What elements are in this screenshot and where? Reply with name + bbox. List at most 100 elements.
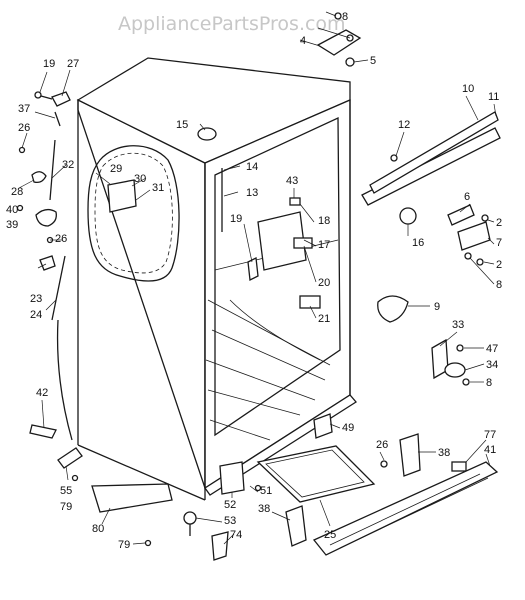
part-label-19-mid: 19 [230, 213, 242, 225]
base-grille-41 [312, 461, 499, 556]
rod-32 [49, 139, 56, 201]
part-label-9: 9 [434, 301, 440, 313]
screw-12 [390, 154, 398, 162]
leader-20 [303, 245, 317, 283]
bracket-6 [447, 204, 475, 226]
hinge-7 [457, 221, 491, 251]
part-label-8-top: 8 [342, 11, 348, 23]
drain-pan-25-inner [265, 449, 365, 498]
base-grille-slats [329, 473, 489, 549]
thermostat-21 [299, 295, 321, 309]
cabinet-left-side [77, 98, 206, 489]
leader-41 [485, 453, 491, 467]
part-label-24: 24 [30, 309, 42, 321]
part-label-21: 21 [318, 313, 330, 325]
bottom-parts [91, 445, 499, 561]
part-label-29: 29 [110, 163, 122, 175]
leader-14 [223, 165, 241, 171]
cabinet-top [76, 57, 351, 164]
insulation-panel-inner-border [94, 152, 173, 274]
leader-2b [483, 261, 495, 265]
leader-27 [61, 69, 71, 97]
washer-2-upper [481, 214, 489, 222]
part-label-53: 53 [224, 515, 236, 527]
washer-2-lower [476, 258, 484, 266]
plug-16 [399, 207, 417, 225]
part-label-80: 80 [92, 523, 104, 535]
leader-19a [39, 71, 48, 93]
interior-controls [107, 127, 321, 309]
part-label-79-left: 79 [60, 501, 72, 513]
leader-25 [319, 499, 331, 527]
screw-8-top [334, 12, 342, 20]
part-label-41: 41 [484, 444, 496, 456]
brace-38-left [285, 505, 307, 547]
part-label-23: 23 [30, 293, 42, 305]
door-rails [361, 111, 501, 266]
leader-33 [439, 331, 458, 347]
part-label-5: 5 [370, 55, 376, 67]
leader-79b [132, 542, 146, 545]
bushing-23 [39, 255, 56, 271]
part-label-17: 17 [318, 239, 330, 251]
bottom-shelf-lines [205, 299, 331, 441]
part-label-8-lower: 8 [486, 377, 492, 389]
leader-18 [299, 203, 315, 223]
part-label-27: 27 [67, 58, 79, 70]
bracket-80 [91, 483, 173, 513]
part-label-11: 11 [488, 91, 499, 103]
part-label-18: 18 [318, 215, 330, 227]
clip-77 [451, 461, 467, 472]
leader-11 [493, 103, 497, 117]
spacer-74 [211, 531, 229, 561]
screw-79-lower [144, 539, 152, 547]
leader-19b [243, 223, 253, 263]
part-label-42: 42 [36, 387, 48, 399]
leader-49 [329, 423, 341, 429]
leveling-leg-53 [183, 511, 197, 525]
leader-80 [101, 507, 111, 525]
leader-53 [195, 517, 223, 523]
brace-38-right [399, 433, 421, 477]
part-label-40: 40 [6, 204, 18, 216]
part-label-6: 6 [464, 191, 470, 203]
part-label-15: 15 [176, 119, 188, 131]
part-label-38-right: 38 [438, 447, 450, 459]
part-label-16: 16 [412, 237, 424, 249]
part-label-77: 77 [484, 429, 496, 441]
hinge-bracket-39 [35, 208, 57, 227]
leader-55 [65, 465, 69, 481]
leader-23 [37, 263, 47, 269]
part-label-79-bottom: 79 [118, 539, 130, 551]
part-label-14: 14 [246, 161, 258, 173]
leader-29 [95, 172, 111, 185]
insulation-panel [87, 145, 180, 282]
part-label-43: 43 [286, 175, 298, 187]
leader-8a [325, 11, 337, 17]
roller-bracket-52 [219, 461, 245, 495]
screw-8-right [464, 252, 472, 260]
leader-4 [299, 39, 321, 47]
leader-26c [379, 451, 385, 461]
screw-19-shaft [40, 95, 53, 100]
part-label-49: 49 [342, 422, 354, 434]
part-label-25: 25 [324, 529, 336, 541]
part-label-39: 39 [6, 219, 18, 231]
washer-47 [456, 344, 464, 352]
bracket-49 [313, 413, 333, 439]
part-label-26-mid: 26 [55, 233, 67, 245]
cabinet-liner [214, 116, 341, 437]
leader-34 [464, 363, 485, 371]
part-label-33: 33 [452, 319, 464, 331]
bracket-30 [107, 179, 137, 213]
watermark-text: AppliancePartsPros.com [118, 13, 346, 35]
leader-51 [249, 485, 259, 493]
screw-26-upper [18, 146, 26, 154]
leader-2a [487, 219, 495, 223]
leader-17 [303, 239, 317, 247]
part-label-74: 74 [230, 529, 242, 541]
leader-5 [353, 59, 369, 63]
rail-11 [369, 111, 499, 194]
leader-7 [487, 237, 495, 245]
